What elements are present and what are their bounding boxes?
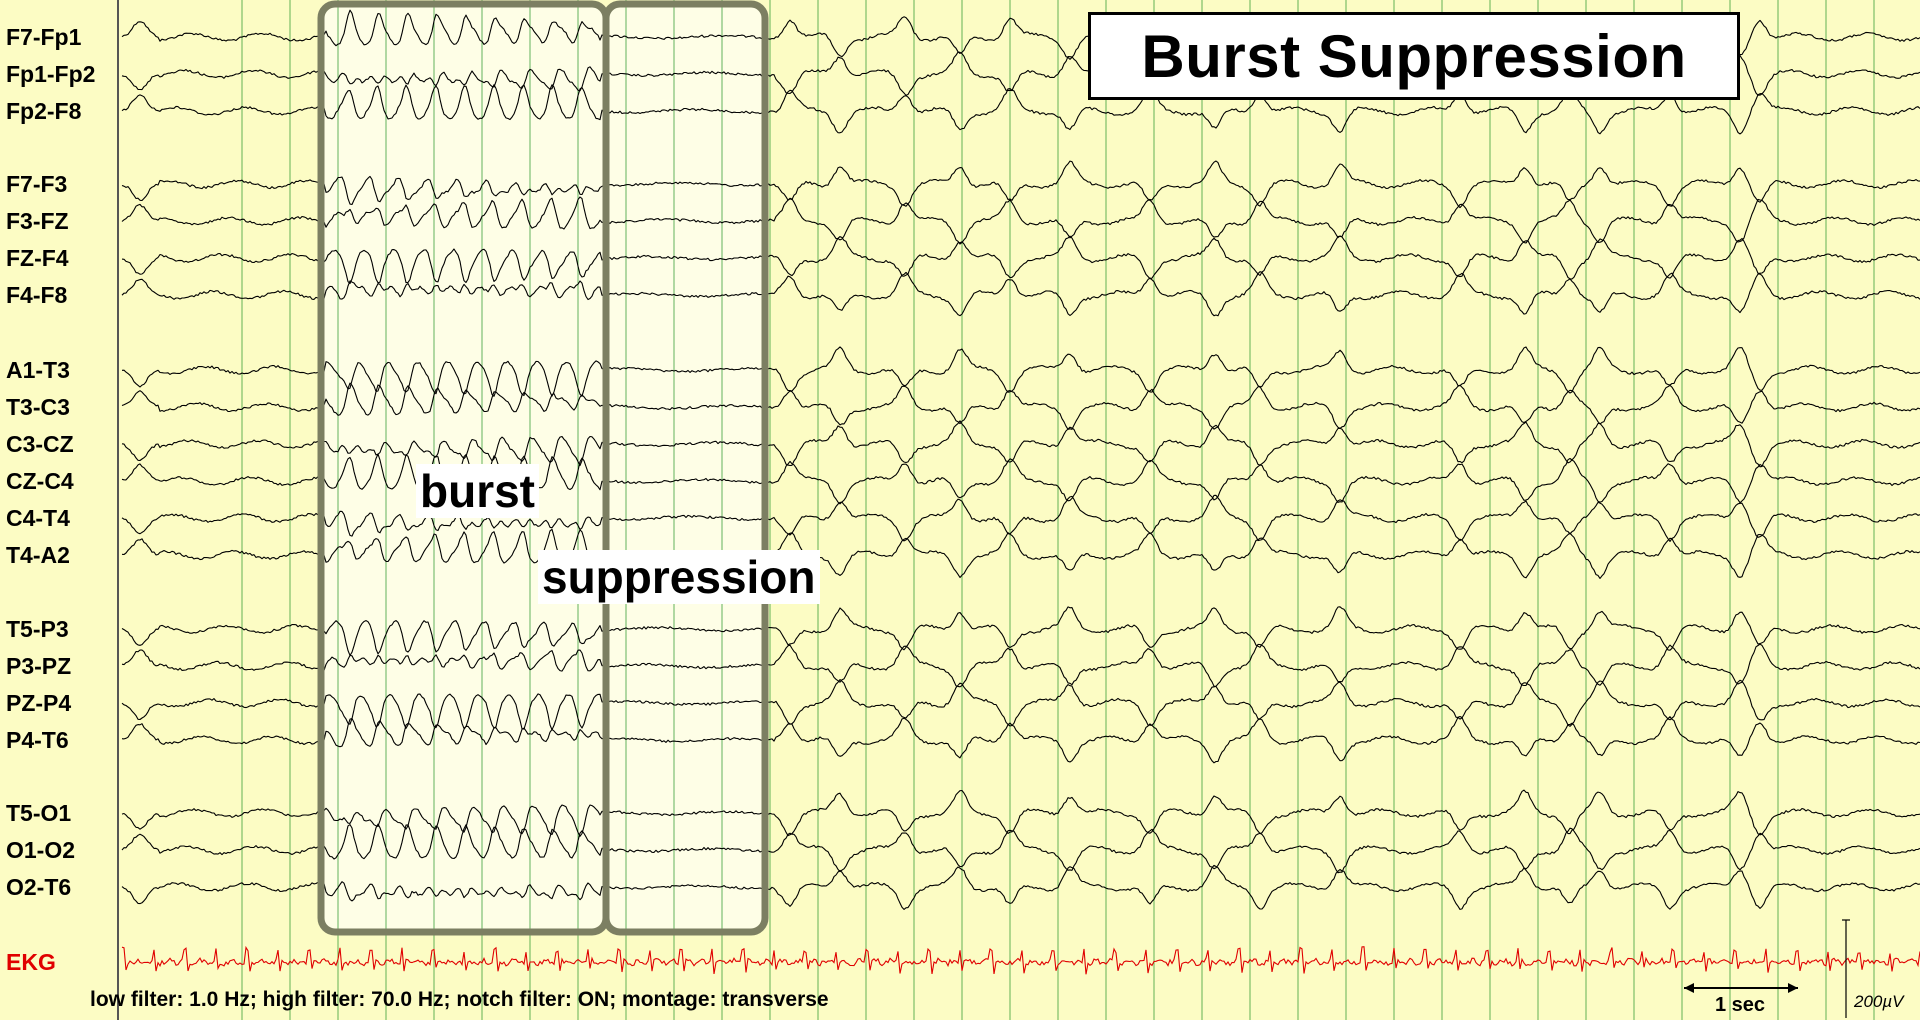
eeg-trace: [121, 196, 1920, 245]
channel-label: O2-T6: [6, 874, 72, 900]
eeg-trace: [121, 679, 1920, 731]
eeg-trace: [121, 494, 1920, 542]
channel-label: A1-T3: [6, 357, 70, 383]
channel-label: F3-FZ: [6, 208, 69, 234]
channel-label: O1-O2: [6, 837, 76, 863]
time-scale-arrow-left: [1684, 983, 1694, 993]
eeg-trace: [121, 823, 1920, 874]
eeg-trace: [121, 606, 1920, 656]
suppression-label: suppression: [538, 550, 820, 604]
suppression-region-border: [602, 0, 769, 936]
eeg-trace: [121, 160, 1920, 209]
eeg-trace: [121, 715, 1920, 764]
channel-label: Fp2-F8: [6, 98, 82, 124]
ekg-trace: [121, 945, 1920, 975]
eeg-trace: [121, 271, 1920, 317]
amplitude-scale-label: 200µV: [1854, 992, 1904, 1011]
channel-label: C3-CZ: [6, 431, 74, 457]
eeg-trace: [121, 643, 1920, 688]
channel-label: C4-T4: [6, 505, 70, 531]
channel-label: F7-F3: [6, 171, 68, 197]
time-scale-arrow-right: [1788, 983, 1798, 993]
suppression-region-fill: [606, 4, 765, 932]
channel-label: F7-Fp1: [6, 24, 82, 50]
channel-label: F4-F8: [6, 282, 68, 308]
eeg-trace: [121, 235, 1920, 285]
channel-label: P3-PZ: [6, 653, 72, 679]
eeg-trace: [121, 84, 1920, 135]
channel-label: T5-P3: [6, 616, 69, 642]
page-title: Burst Suppression: [1141, 22, 1687, 90]
eeg-trace: [121, 528, 1920, 579]
ekg-label: EKG: [6, 949, 56, 975]
title-box: Burst Suppression: [1088, 12, 1740, 100]
eeg-trace: [121, 382, 1920, 430]
eeg-trace: [121, 346, 1920, 397]
channel-label: T5-O1: [6, 800, 72, 826]
eeg-trace: [121, 789, 1920, 837]
channel-label: PZ-P4: [6, 690, 72, 716]
eeg-trace: [121, 864, 1920, 910]
channel-label: P4-T6: [6, 727, 69, 753]
time-scale-label: 1 sec: [1714, 994, 1766, 1016]
burst-label: burst: [416, 464, 539, 518]
eeg-trace: [121, 420, 1920, 468]
filter-info: low filter: 1.0 Hz; high filter: 70.0 Hz…: [90, 988, 829, 1011]
channel-label: Fp1-Fp2: [6, 61, 96, 87]
channel-label: FZ-F4: [6, 245, 69, 271]
channel-label: T4-A2: [6, 542, 70, 568]
channel-label: CZ-C4: [6, 468, 74, 494]
channel-label: T3-C3: [6, 394, 70, 420]
